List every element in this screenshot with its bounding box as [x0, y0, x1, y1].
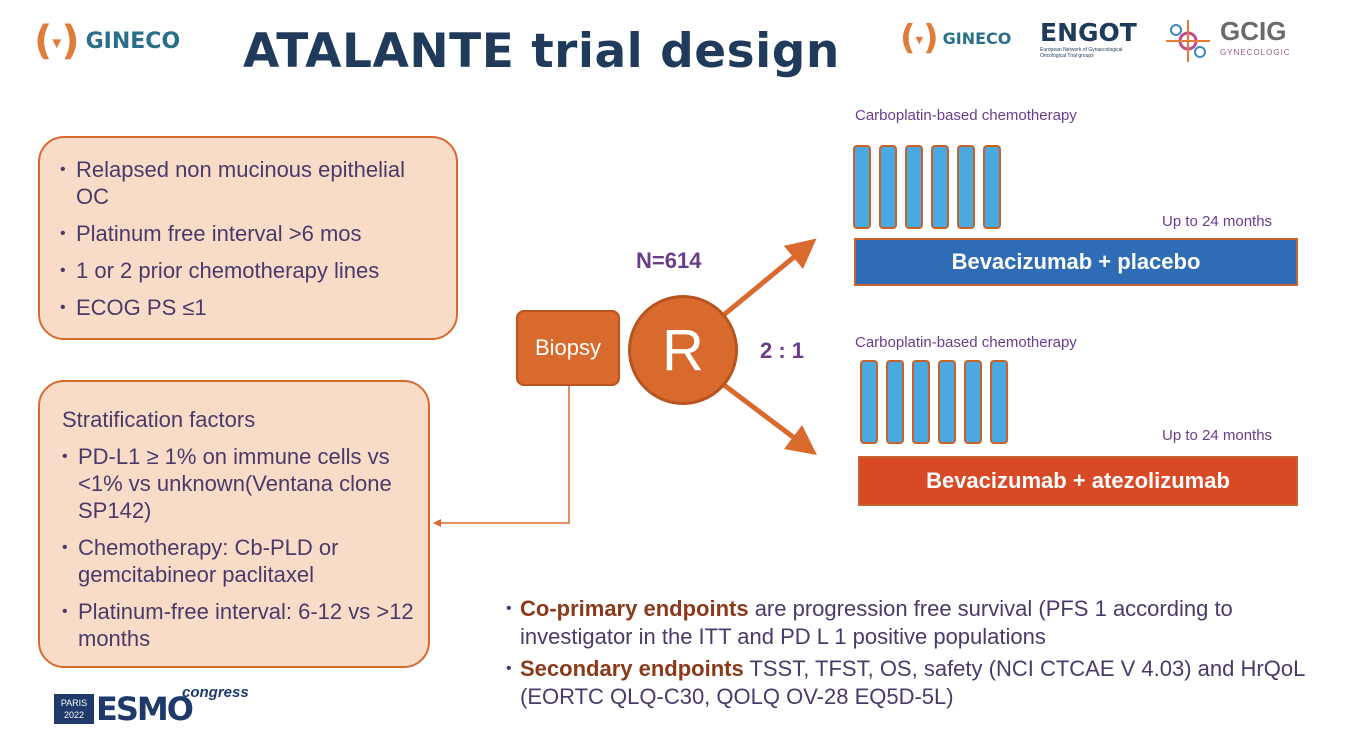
esmo-name: ESMO	[96, 690, 194, 728]
page-title: ATALANTE trial design	[243, 24, 840, 79]
esmo-badge: PARIS 2022	[54, 694, 94, 724]
chemo-cycle	[860, 360, 878, 444]
esmo-logo: PARIS 2022 ESMO congress	[54, 684, 254, 728]
sample-size-label: N=614	[636, 248, 702, 273]
eligibility-item: Platinum free interval >6 mos	[60, 220, 442, 247]
chemo-cycle	[990, 360, 1008, 444]
arm-1-duration: Up to 24 months	[1162, 213, 1273, 230]
randomization-circle: R	[628, 295, 738, 405]
gineco-logo-right: (▾) GINECO	[900, 18, 1011, 58]
stratification-item: Platinum-free interval: 6-12 vs >12 mont…	[62, 598, 414, 652]
primary-endpoint-text: are progression free survival (PFS 1 acc…	[520, 596, 1233, 649]
eligibility-box: Relapsed non mucinous epithelial OC Plat…	[38, 136, 458, 340]
stratification-item: Chemotherapy: Cb-PLD or gemcitabineor pa…	[62, 534, 414, 588]
chemo-cycle	[957, 145, 975, 229]
chemo-cycle	[905, 145, 923, 229]
randomization-ratio: 2 : 1	[760, 338, 805, 363]
endpoints-section: Co-primary endpoints are progression fre…	[506, 595, 1326, 715]
arm-2-chemo-cycles	[860, 360, 1010, 444]
arm-1-arrow	[718, 238, 817, 320]
arm-2-duration: Up to 24 months	[1162, 427, 1273, 444]
engot-logo: ENGOT European Network of Gynaecological…	[1040, 18, 1140, 59]
biopsy-box: Biopsy	[516, 310, 620, 386]
arm-2-treatment-bar: Bevacizumab + atezolizumab	[858, 456, 1298, 506]
chemo-cycle	[879, 145, 897, 229]
secondary-endpoint-item: Secondary endpoints TSST, TFST, OS, safe…	[506, 655, 1326, 711]
gineco-emblem-icon: (▾)	[900, 18, 939, 58]
esmo-city: PARIS	[60, 698, 88, 708]
chemo-cycle	[912, 360, 930, 444]
gcig-emblem-icon	[1166, 20, 1210, 62]
secondary-endpoint-label: Secondary endpoints	[520, 656, 744, 681]
gineco-logo-left: (▾) GINECO	[34, 18, 180, 64]
stratification-heading: Stratification factors	[62, 407, 256, 432]
chemo-cycle	[931, 145, 949, 229]
gcig-logo: GCIG GYNECOLOGIC	[1160, 14, 1300, 70]
eligibility-item: Relapsed non mucinous epithelial OC	[60, 156, 442, 210]
arm-2-chemo-label: Carboplatin-based chemotherapy	[855, 334, 1077, 351]
gineco-emblem-icon: (▾)	[34, 18, 80, 64]
eligibility-item: 1 or 2 prior chemotherapy lines	[60, 257, 442, 284]
arm-1-treatment-bar: Bevacizumab + placebo	[854, 238, 1298, 286]
chemo-cycle	[938, 360, 956, 444]
primary-endpoint-item: Co-primary endpoints are progression fre…	[506, 595, 1326, 651]
primary-endpoint-label: Co-primary endpoints	[520, 596, 749, 621]
gineco-logo-text: GINECO	[85, 28, 181, 54]
arm-2-arrow	[718, 380, 817, 456]
stratification-item: PD-L1 ≥ 1% on immune cells vs <1% vs unk…	[62, 443, 414, 524]
engot-logo-text: ENGOT	[1040, 18, 1137, 47]
esmo-congress: congress	[182, 684, 249, 701]
esmo-year: 2022	[63, 710, 85, 720]
arm-1-chemo-label: Carboplatin-based chemotherapy	[855, 107, 1077, 124]
biopsy-to-stratification-connector	[433, 386, 570, 527]
stratification-box: Stratification factors PD-L1 ≥ 1% on imm…	[38, 380, 430, 668]
gcig-logo-subtitle: GYNECOLOGIC	[1220, 48, 1291, 57]
secondary-endpoint-text: TSST, TFST, OS, safety (NCI CTCAE V 4.03…	[520, 656, 1305, 709]
gcig-logo-text: GCIG	[1220, 16, 1287, 46]
chemo-cycle	[853, 145, 871, 229]
engot-logo-subtitle: European Network of Gynaecological Oncol…	[1040, 47, 1123, 59]
chemo-cycle	[964, 360, 982, 444]
chemo-cycle	[886, 360, 904, 444]
eligibility-item: ECOG PS ≤1	[60, 294, 442, 321]
gineco-logo-text: GINECO	[942, 28, 1012, 48]
chemo-cycle	[983, 145, 1001, 229]
arm-1-chemo-cycles	[853, 145, 1003, 229]
